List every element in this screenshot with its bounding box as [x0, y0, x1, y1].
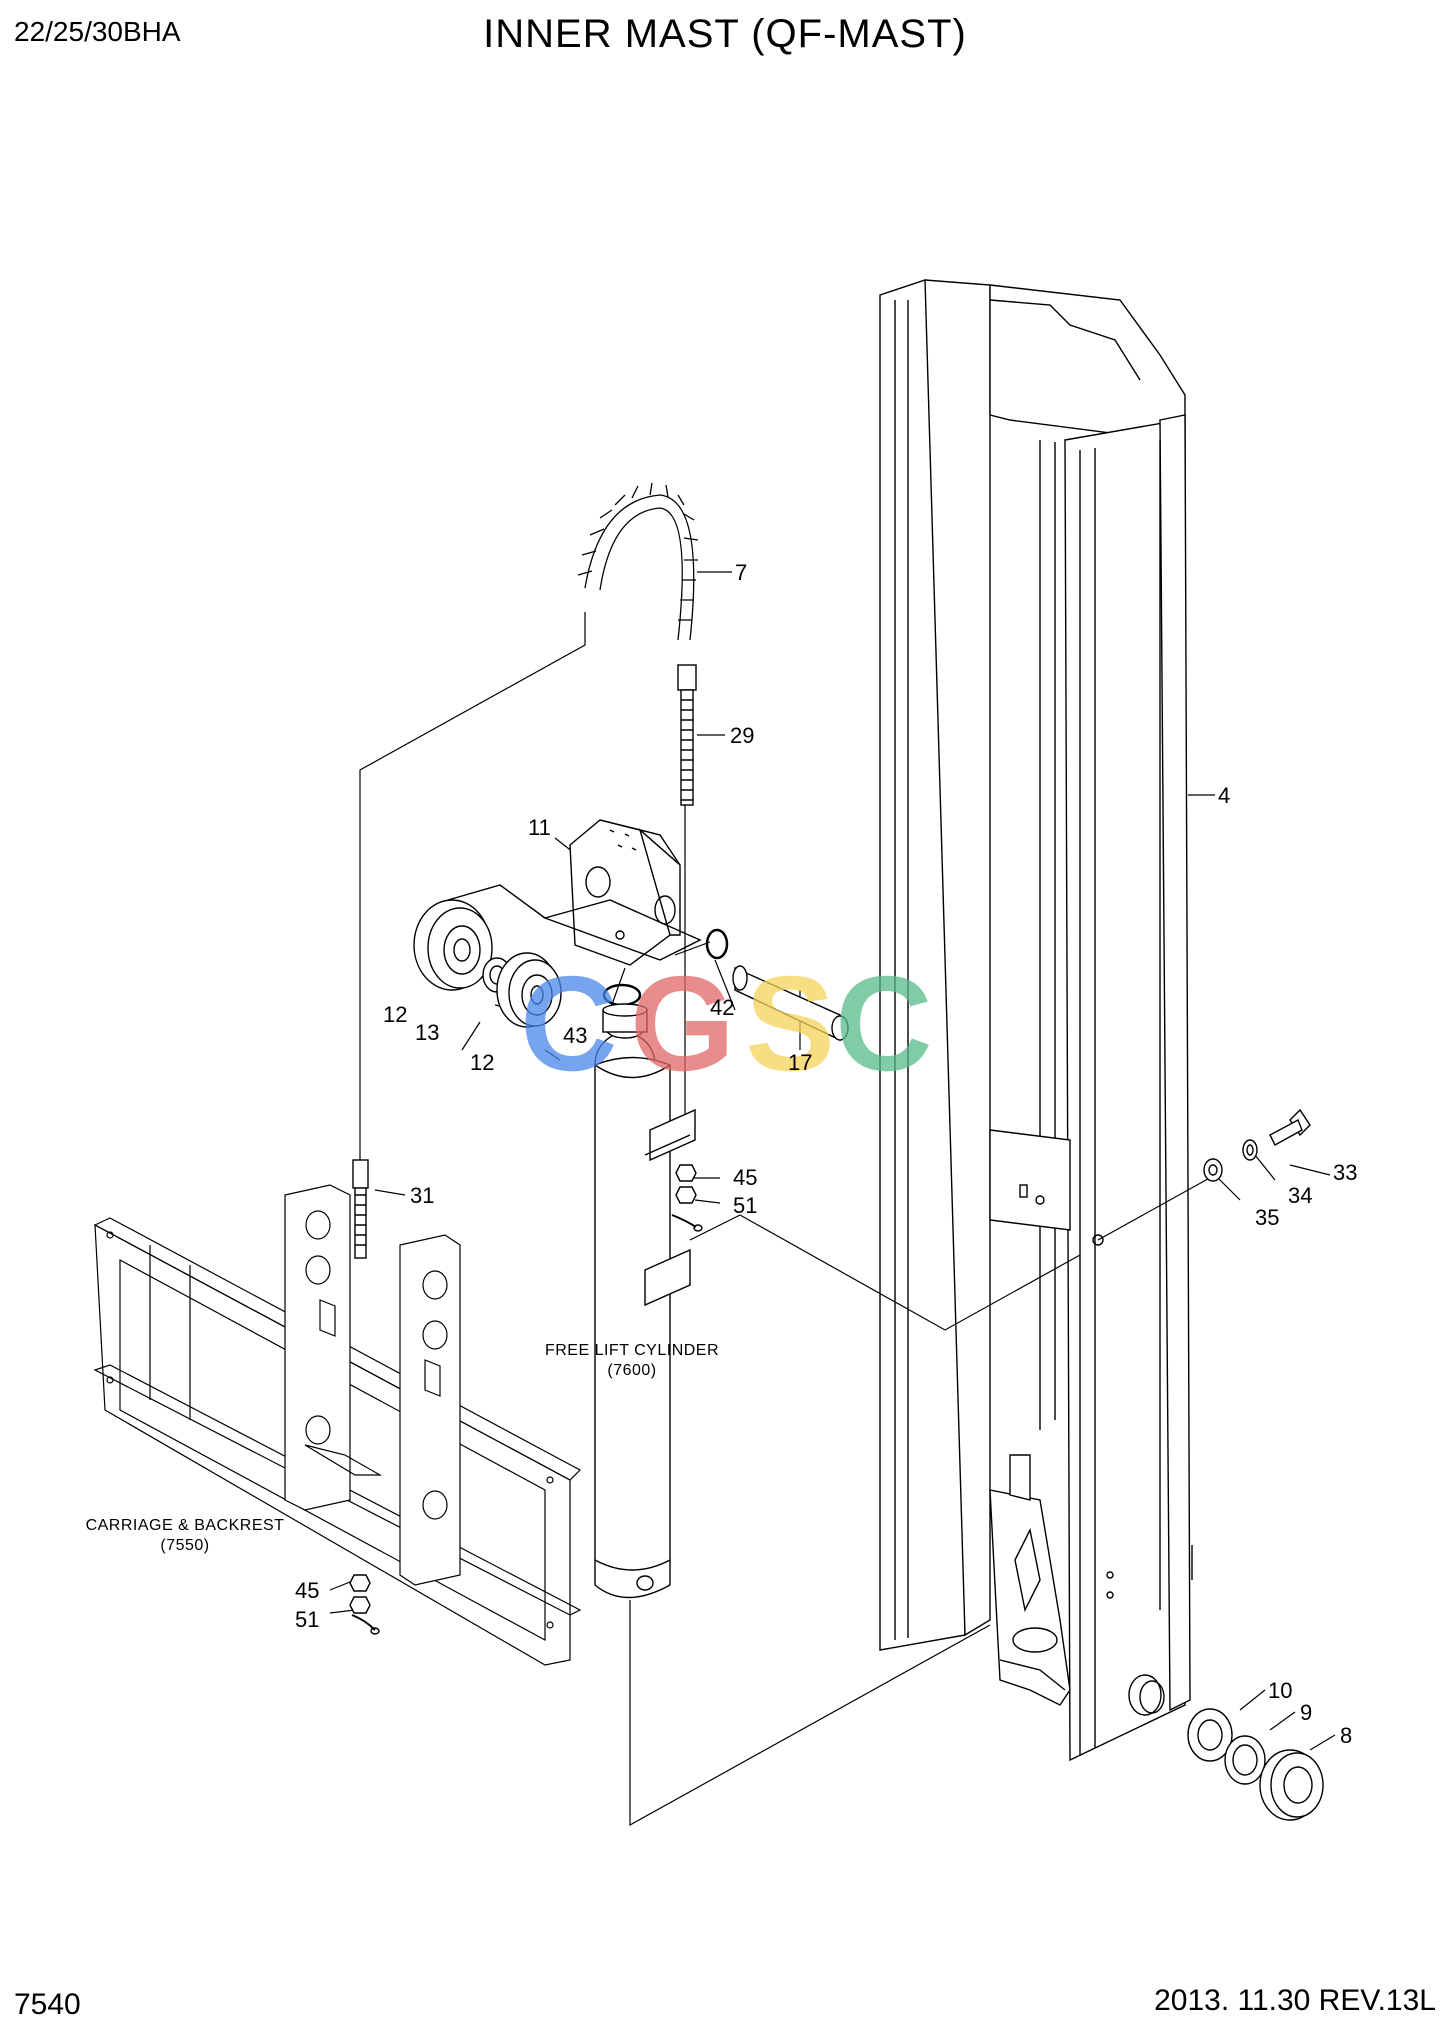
free-lift-cylinder-ref: (7600) [607, 1362, 656, 1379]
callout-51-upper: 51 [733, 1193, 757, 1218]
nuts-upper [671, 1164, 703, 1232]
leader-lines [329, 571, 1336, 1827]
callout-13: 13 [415, 1020, 439, 1045]
page-number: 7540 [14, 1988, 81, 2021]
watermark-letter-g: G [630, 948, 735, 1099]
free-lift-cylinder [594, 1003, 696, 1599]
callout-9: 9 [1300, 1700, 1312, 1725]
watermark-letter-c1: C [520, 948, 618, 1099]
callout-45-lower: 45 [295, 1578, 319, 1603]
callout-17: 17 [788, 1050, 812, 1075]
carriage-backrest-label: CARRIAGE & BACKREST [86, 1517, 285, 1534]
callout-42: 42 [710, 995, 734, 1020]
chain-wheels [413, 899, 849, 1042]
callout-10: 10 [1268, 1678, 1292, 1703]
inner-mast [879, 279, 1193, 1762]
callout-31: 31 [410, 1183, 434, 1208]
callout-4: 4 [1218, 783, 1230, 808]
callout-33: 33 [1333, 1160, 1357, 1185]
model-number: 22/25/30BHA [14, 16, 181, 47]
callout-29: 29 [730, 723, 754, 748]
page-title: INNER MAST (QF-MAST) [483, 12, 967, 56]
bearing-set [1187, 1708, 1324, 1821]
callout-35: 35 [1255, 1205, 1279, 1230]
carriage-backrest [93, 1184, 582, 1666]
callout-12-upper: 12 [383, 1002, 407, 1027]
callout-51-lower: 51 [295, 1607, 319, 1632]
chain-anchor-bolt [677, 664, 697, 806]
mount-bolt-set [1203, 1108, 1311, 1182]
anchor-bolt-lower [349, 1159, 380, 1635]
callout-11: 11 [528, 815, 551, 840]
free-lift-cylinder-label: FREE LIFT CYLINDER [545, 1342, 719, 1359]
carriage-backrest-ref: (7550) [160, 1537, 209, 1554]
callout-45-upper: 45 [733, 1165, 757, 1190]
chain-wheel-bracket [447, 819, 702, 966]
lift-chain [577, 482, 699, 641]
callout-12-lower: 12 [470, 1050, 494, 1075]
watermark-letter-s: S [745, 948, 835, 1099]
callout-34: 34 [1288, 1183, 1312, 1208]
revision-date: 2013. 11.30 REV.13L [1154, 1984, 1436, 2017]
callout-43: 43 [563, 1023, 587, 1048]
watermark: C G S C [520, 948, 933, 1099]
watermark-letter-c2: C [835, 948, 933, 1099]
callout-8: 8 [1340, 1723, 1352, 1748]
callout-7: 7 [735, 560, 747, 585]
